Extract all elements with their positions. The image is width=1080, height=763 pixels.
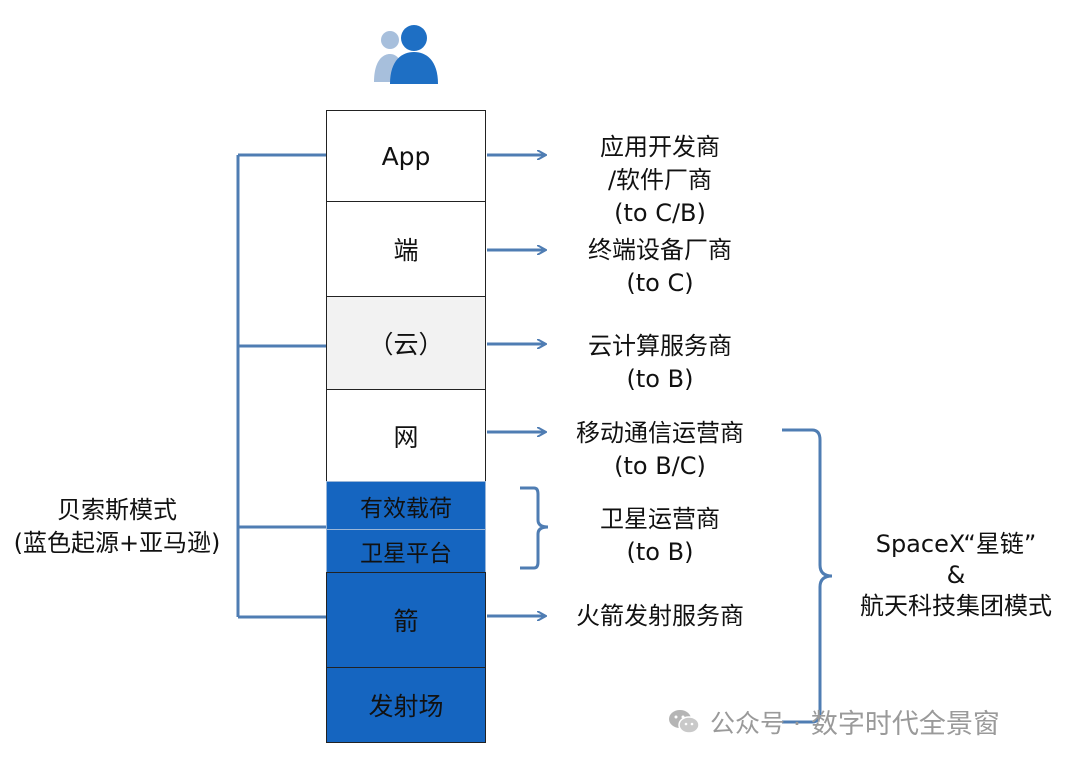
watermark-name: 数字时代全景窗	[810, 709, 1000, 740]
provider-terminal-maker: 终端设备厂商 (to C)	[588, 236, 732, 297]
user-group-icon	[374, 25, 438, 84]
provider-launch-service: 火箭发射服务商	[576, 602, 744, 630]
stack-label: 发射场	[368, 692, 444, 721]
wechat-icon	[669, 709, 700, 734]
stack-app: App	[326, 110, 486, 202]
stack-terminal: 端	[326, 201, 486, 297]
stack-payload: 有效载荷	[326, 481, 486, 530]
stack-rocket: 箭	[326, 572, 486, 668]
stack-label: App	[381, 141, 431, 171]
bezos-model-label: 贝索斯模式 (蓝色起源+亚马逊)	[13, 496, 221, 557]
stack-label: （云）	[368, 330, 444, 359]
provider-mobile-operator: 移动通信运营商 (to B/C)	[576, 419, 744, 480]
stack-label: 端	[393, 236, 419, 265]
stack-cloud: （云）	[326, 296, 486, 390]
spacex-model-label: SpaceX“星链” & 航天科技集团模式	[860, 530, 1052, 620]
stack-launch-site: 发射场	[326, 667, 486, 743]
stack-satellite-platform: 卫星平台	[326, 529, 486, 573]
provider-cloud: 云计算服务商 (to B)	[588, 332, 732, 393]
watermark: 公众号 · 数字时代全景窗	[668, 702, 1000, 741]
provider-app-developer: 应用开发商 /软件厂商 (to C/B)	[600, 133, 720, 227]
watermark-prefix: 公众号 ·	[710, 708, 801, 738]
stack-label: 箭	[393, 607, 419, 636]
stack-label: 卫星平台	[360, 541, 452, 567]
stack-label: 网	[393, 422, 419, 452]
stack-label: 有效载荷	[360, 495, 452, 522]
provider-satellite-operator: 卫星运营商 (to B)	[600, 505, 720, 566]
stack-network: 网	[326, 389, 486, 482]
